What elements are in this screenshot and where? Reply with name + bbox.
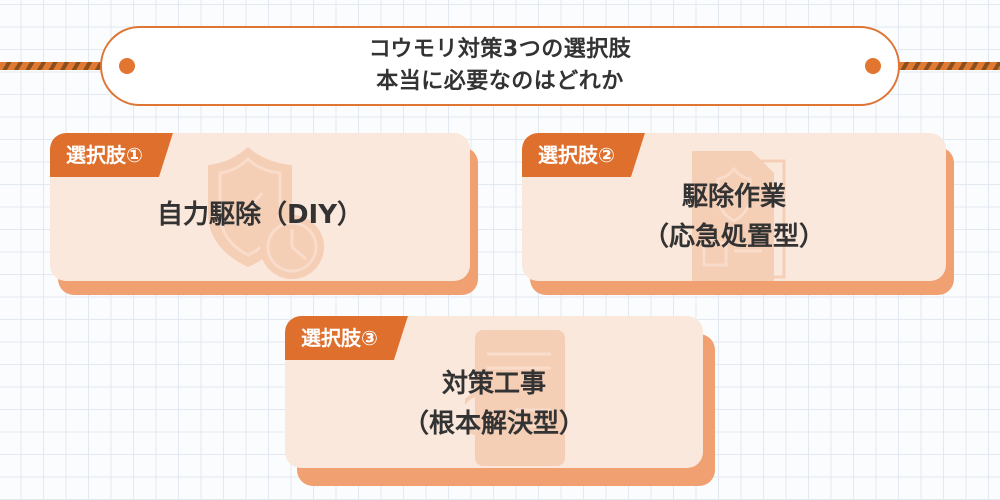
dot-decoration-right xyxy=(865,58,881,74)
page-title-line1: コウモリ対策3つの選択肢 xyxy=(368,37,632,62)
shield-clock-icon xyxy=(208,147,324,279)
option-label: 選択肢① xyxy=(50,133,173,177)
card-body: 選択肢③ 対策工事 （根本解決型） xyxy=(285,316,703,468)
rope-decoration-left xyxy=(0,62,104,70)
card-body: 選択肢① 自力駆除（DIY） xyxy=(50,133,470,281)
option-title-line2: （根本解決型） xyxy=(402,409,585,439)
option-title-line2: （応急処置型） xyxy=(642,222,825,252)
option-title-line1: 自力駆除（DIY） xyxy=(156,200,364,230)
rope-decoration-right xyxy=(898,62,1000,70)
option-title-line1: 対策工事 xyxy=(441,369,546,399)
title-banner: コウモリ対策3つの選択肢 本当に必要なのはどれか xyxy=(100,26,900,106)
page-title-line2: 本当に必要なのはどれか xyxy=(376,69,624,94)
dot-decoration-left xyxy=(119,58,135,74)
option-label: 選択肢③ xyxy=(285,316,408,360)
option-label: 選択肢② xyxy=(522,133,645,177)
option-title-line1: 駆除作業 xyxy=(681,182,786,212)
card-body: 選択肢② 駆除作業 （応急処置型） xyxy=(522,133,946,281)
document-list-icon xyxy=(465,330,565,466)
document-shield-icon xyxy=(692,151,786,281)
